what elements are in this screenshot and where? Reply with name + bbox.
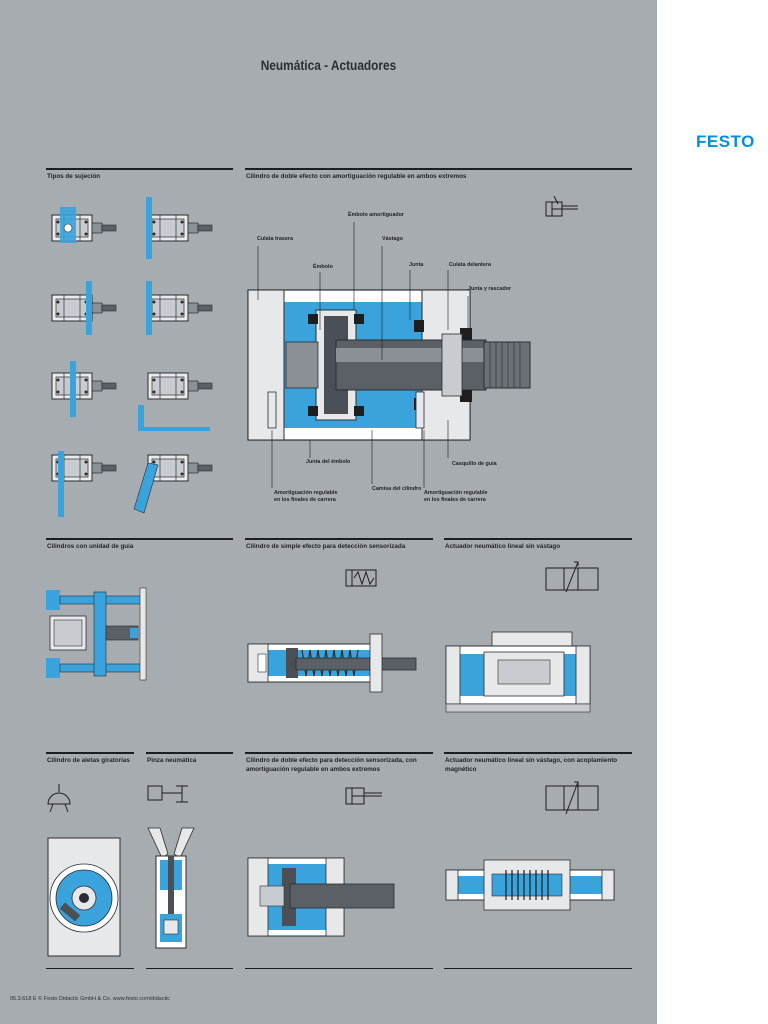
rule-double-acting xyxy=(245,168,632,170)
label-embolo-amortiguador: Émbolo amortiguador xyxy=(348,212,405,218)
double-acting-cylinder-diagram xyxy=(247,289,531,441)
festo-logo: FESTO xyxy=(696,132,755,151)
rotary-vane-diagram xyxy=(47,837,121,957)
rule-bottom-1 xyxy=(46,968,134,969)
label-amortiguacion-2a: Amortiguación regulable xyxy=(424,490,488,496)
rule-double-sensor xyxy=(245,752,433,754)
rodless-magnetic-diagram xyxy=(445,859,615,911)
footer-text: 05.3.618 E © Festo Didactic GmbH & Co. w… xyxy=(10,996,170,1002)
symbol-rodless-magnetic xyxy=(545,781,599,815)
leader-lines xyxy=(257,222,469,488)
section-double-acting-title: Cilindro de doble efecto con amortiguaci… xyxy=(246,173,467,180)
rule-mounting xyxy=(46,168,233,170)
rule-gripper xyxy=(146,752,233,754)
symbol-rodless xyxy=(545,561,599,593)
label-culata-delantera: Culata delantera xyxy=(449,262,491,268)
label-amortiguacion-2b: en los finales de carrera xyxy=(424,497,486,503)
rule-rodless xyxy=(444,538,632,540)
rule-rotary xyxy=(46,752,134,754)
label-junta-rascador: Junta y rascador xyxy=(468,286,512,292)
label-junta: Junta xyxy=(409,262,424,268)
gripper-diagram xyxy=(147,827,195,949)
rule-rodless-magnetic xyxy=(444,752,632,754)
symbol-rotary xyxy=(47,784,71,813)
section-mounting-title: Tipos de sujeción xyxy=(47,173,101,180)
rule-bottom-4 xyxy=(444,968,632,969)
mounting-types-diagram xyxy=(51,197,213,517)
symbol-double-acting xyxy=(545,195,578,217)
section-single-acting-title: Cilindro de simple efecto para detección… xyxy=(246,543,406,550)
double-sensor-cylinder-diagram xyxy=(247,857,395,937)
label-amortiguacion-1b: en los finales de carrera xyxy=(274,497,336,503)
section-double-sensor-title: Cilindro de doble efecto para detección … xyxy=(246,757,417,773)
label-vastago: Vástago xyxy=(382,236,403,242)
section-rodless-title: Actuador neumático lineal sin vástago xyxy=(445,543,561,550)
rule-single-acting xyxy=(245,538,433,540)
section-rotary-title: Cilindro de aletas giratorias xyxy=(47,757,130,764)
label-amortiguacion-1a: Amortiguación regulable xyxy=(274,490,338,496)
rodless-actuator-diagram xyxy=(445,631,591,713)
section-gripper-title: Pinza neumática xyxy=(147,757,197,764)
guided-cylinder-diagram xyxy=(46,587,147,681)
label-camisa: Camisa del cilindro xyxy=(372,486,422,492)
single-acting-cylinder-diagram xyxy=(247,633,417,693)
section-guided-title: Cilindros con unidad de guía xyxy=(47,543,134,550)
label-embolo: Émbolo xyxy=(313,264,333,270)
symbol-single-acting xyxy=(345,569,377,587)
symbol-double-sensor xyxy=(345,787,382,805)
rule-guided xyxy=(46,538,233,540)
rule-bottom-2 xyxy=(146,968,233,969)
label-culata-trasera: Culata trasera xyxy=(257,236,293,242)
section-rodless-magnetic-title: Actuador neumático lineal sin vástago, c… xyxy=(445,757,618,773)
symbol-gripper xyxy=(147,785,188,803)
label-casquillo: Casquillo de guía xyxy=(452,461,497,467)
page-title: Neumática - Actuadores xyxy=(260,58,397,73)
brand-strip xyxy=(657,0,768,1024)
rule-bottom-3 xyxy=(245,968,433,969)
label-junta-embolo: Junta del émbolo xyxy=(306,459,351,465)
